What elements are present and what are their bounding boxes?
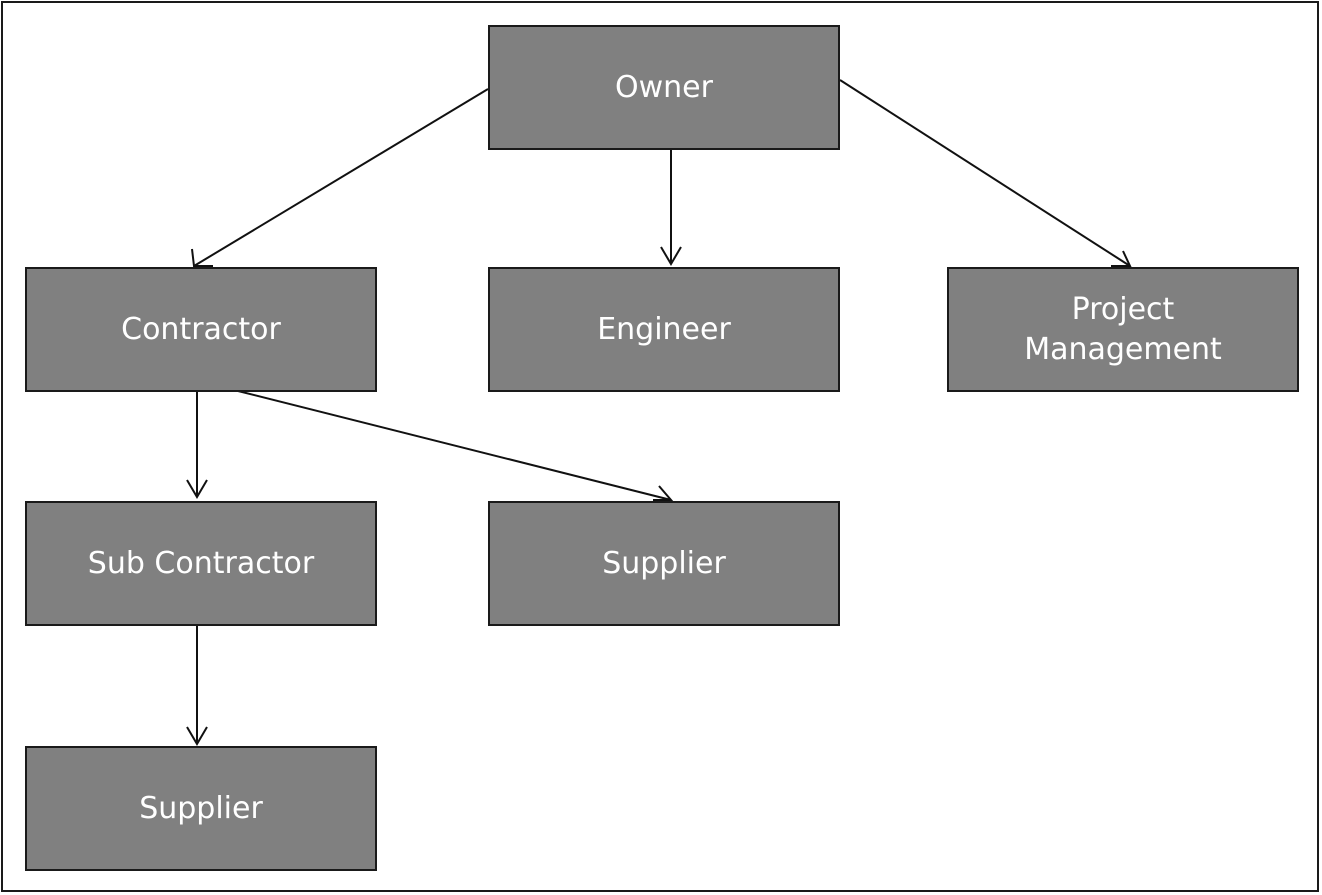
node-sub-contractor: Sub Contractor xyxy=(25,501,377,626)
arrowhead-project-management xyxy=(1111,250,1132,267)
edge-contractor-supplier xyxy=(237,390,672,501)
node-supplier-sub: Supplier xyxy=(25,746,377,871)
node-owner-label: Owner xyxy=(615,69,713,105)
edge-owner-contractor xyxy=(193,88,489,267)
arrowhead-contractor xyxy=(191,248,213,267)
node-owner: Owner xyxy=(488,25,840,150)
node-engineer-label: Engineer xyxy=(597,311,731,347)
node-contractor-label: Contractor xyxy=(121,311,281,347)
arrowhead-subcontractor xyxy=(186,479,208,499)
node-project-management-label-line2: Management xyxy=(1024,331,1222,367)
edge-owner-project-management xyxy=(839,79,1131,267)
arrowhead-supplier-bottom xyxy=(186,726,208,746)
node-engineer: Engineer xyxy=(488,267,840,392)
node-project-management: Project Management xyxy=(947,267,1299,392)
arrowhead-engineer xyxy=(660,246,682,266)
arrowhead-supplier xyxy=(653,485,674,501)
node-supplier-sub-label: Supplier xyxy=(139,790,263,826)
node-sub-contractor-label: Sub Contractor xyxy=(87,545,315,581)
node-supplier-contractor-label: Supplier xyxy=(602,545,726,581)
node-supplier-contractor: Supplier xyxy=(488,501,840,626)
node-project-management-label-line1: Project xyxy=(1071,291,1175,327)
node-contractor: Contractor xyxy=(25,267,377,392)
